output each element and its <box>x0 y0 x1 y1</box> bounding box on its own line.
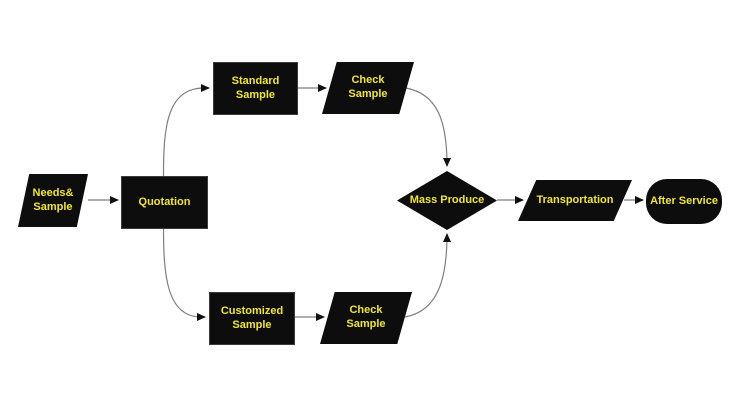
node-check-sample-top-label: Check Sample <box>348 74 388 100</box>
node-mass-produce-label: Mass Produce <box>409 193 485 206</box>
node-check-sample-top[interactable]: Check Sample <box>322 62 414 114</box>
node-transportation-label: Transportation <box>536 193 614 206</box>
node-needs-sample[interactable]: Needs& Sample <box>18 174 88 227</box>
node-check-sample-bottom[interactable]: Check Sample <box>320 292 412 344</box>
edge-check-bottom-to-mass-produce <box>404 233 451 318</box>
node-customized-sample[interactable]: Customized Sample <box>209 292 295 345</box>
node-quotation[interactable]: Quotation <box>121 176 208 229</box>
node-needs-sample-label: Needs& Sample <box>32 186 74 213</box>
edge-quotation-to-customized <box>162 226 206 321</box>
node-after-service[interactable]: After Service <box>646 179 722 224</box>
edge-check-top-to-mass-produce <box>405 87 451 167</box>
edge-quotation-to-standard <box>162 84 210 177</box>
node-standard-sample[interactable]: Standard Sample <box>213 62 298 115</box>
node-customized-sample-label: Customized Sample <box>220 304 284 331</box>
node-standard-sample-label: Standard Sample <box>231 74 280 101</box>
node-check-sample-bottom-label: Check Sample <box>346 304 386 330</box>
node-transportation[interactable]: Transportation <box>518 180 632 221</box>
node-after-service-label: After Service <box>650 194 718 207</box>
node-quotation-label: Quotation <box>138 195 191 208</box>
